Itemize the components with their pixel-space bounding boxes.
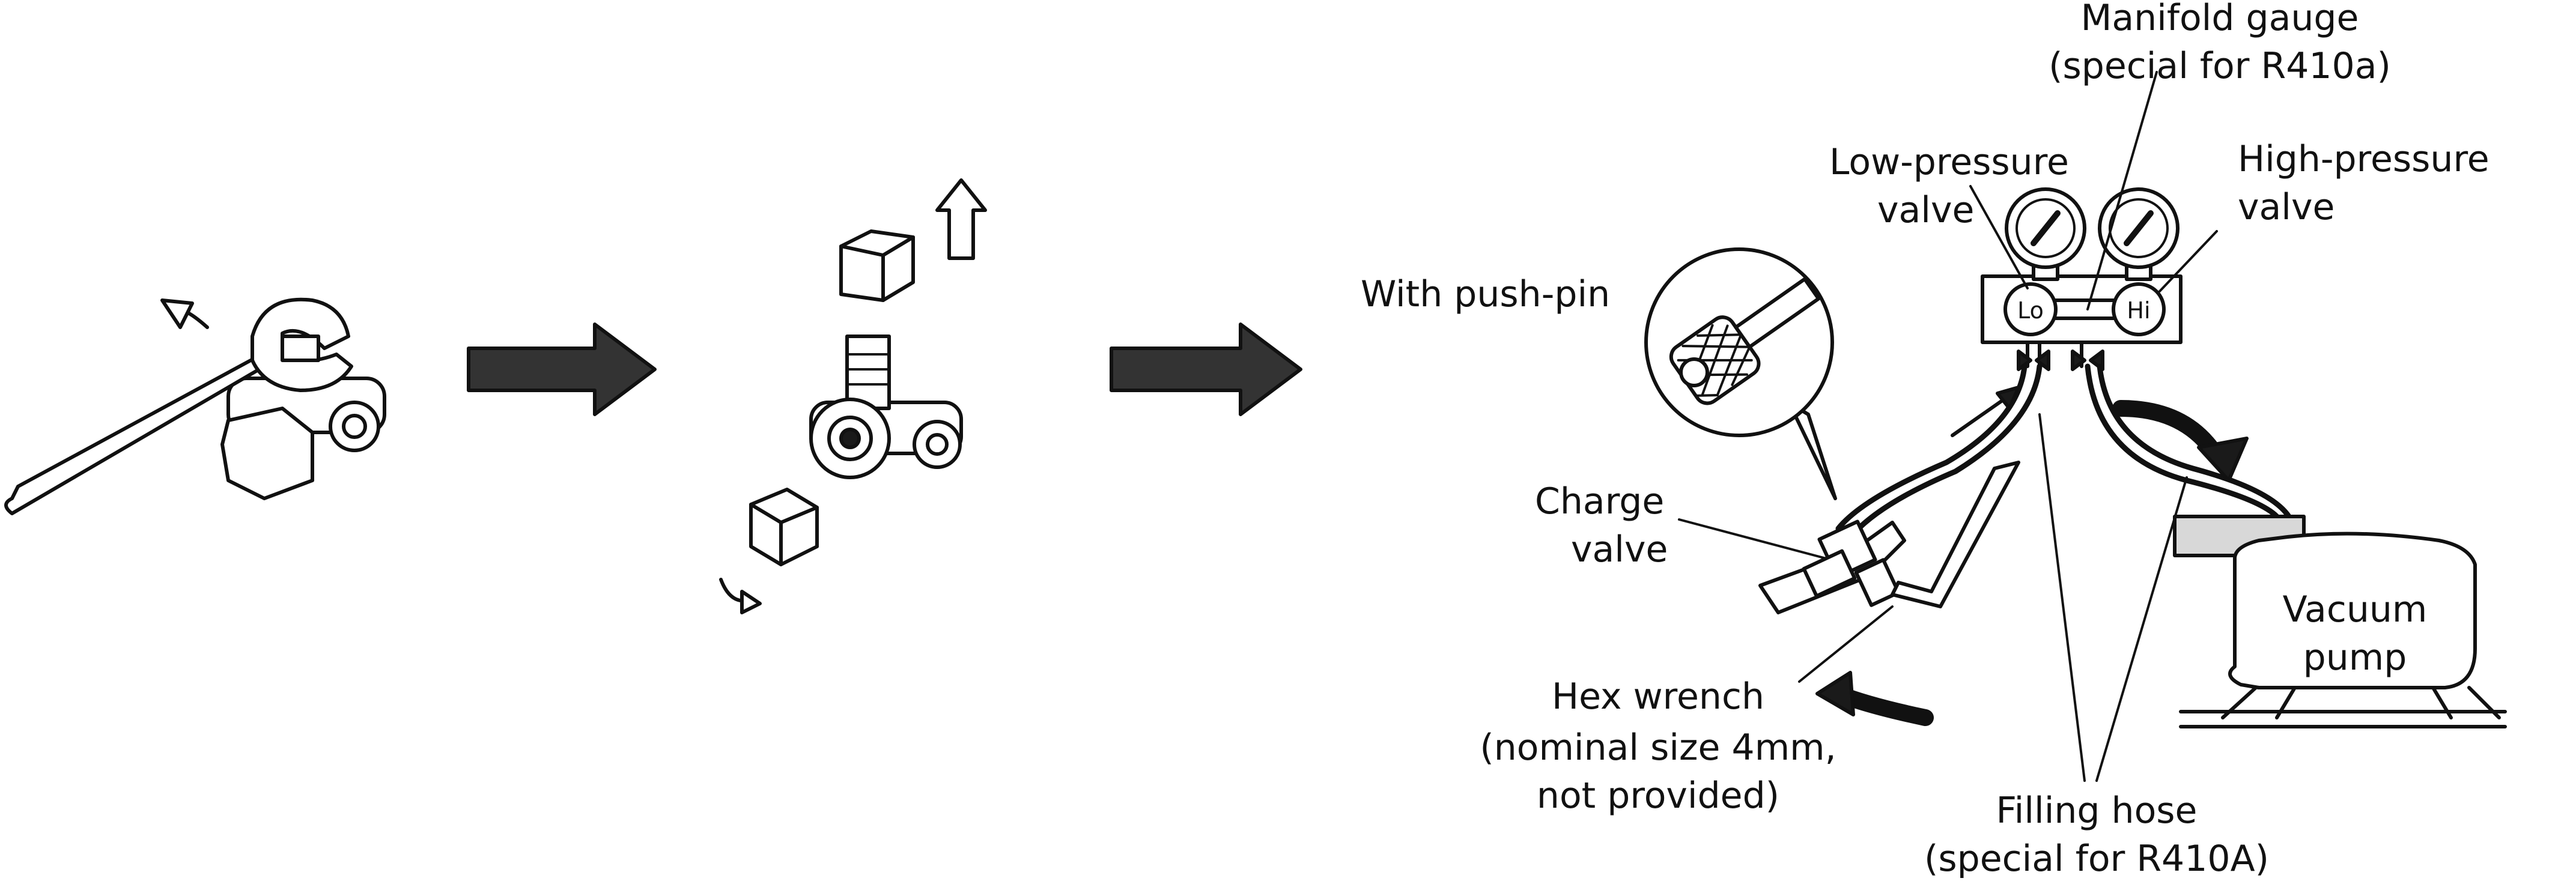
charge-valve-label-line1: Charge (1535, 480, 1664, 522)
high-knob (2112, 282, 2166, 336)
push-pin-icon (1679, 357, 1709, 387)
leader-hex-wrench (1798, 605, 1894, 683)
leader-high-pressure (2158, 230, 2218, 292)
manifold-gauge-label-line2: (special for R410a) (2049, 45, 2391, 87)
push-pin-label: With push-pin (1361, 273, 1610, 315)
low-pressure-valve-label-line2: valve (1877, 189, 1974, 231)
low-pressure-valve-label-line1: Low-pressure (1829, 141, 2069, 183)
leader-low-pressure (1969, 185, 2029, 289)
hex-wrench (1891, 461, 2020, 608)
high-pressure-valve-label-line1: High-pressure (2238, 138, 2489, 180)
up-arrow-icon (935, 178, 987, 260)
low-knob (2003, 282, 2058, 336)
valve-hex-cap (220, 407, 314, 500)
hex-wrench-label-line3: not provided) (1537, 775, 1779, 817)
leader-filling-hose (2038, 413, 2188, 782)
rotate-arrowhead-icon (160, 298, 194, 329)
leader-charge-valve (1678, 518, 1827, 560)
leader-manifold (2086, 71, 2158, 310)
manifold-gauge-label-line1: Manifold gauge (2081, 0, 2359, 39)
vacuum-pump-label-line2: pump (2303, 637, 2407, 679)
step-3-manifold-setup: Lo Hi (1361, 0, 2507, 880)
hex-wrench-label-line1: Hex wrench (1552, 676, 1764, 718)
step-2-caps-removed (719, 178, 987, 614)
push-pin-callout (1644, 247, 1837, 500)
manifold-gauge: Lo Hi (1981, 187, 2183, 371)
filling-hose-label-line2: (special for R410A) (1924, 838, 2269, 878)
charge-valve (1758, 461, 2020, 614)
vacuum-pump-hose (2085, 363, 2280, 519)
vacuum-pump: Vacuum pump (2173, 515, 2507, 728)
charge-valve-label-line2: valve (1571, 528, 1668, 571)
step-1-wrench-on-valve (4, 297, 386, 515)
hex-wrench-label-line2: (nominal size 4mm, (1480, 727, 1836, 769)
hi-knob-label: Hi (2127, 297, 2150, 324)
high-pressure-valve-label-line2: valve (2238, 186, 2334, 228)
step-arrow-1-icon (467, 322, 657, 416)
pump-base (2179, 710, 2507, 728)
removed-hex-cap (749, 488, 819, 566)
removed-spindle-cap (839, 229, 915, 302)
step-arrow-2-icon (1110, 322, 1302, 416)
vacuum-pump-label-line1: Vacuum (2283, 589, 2428, 631)
filling-hose-label-line1: Filling hose (1996, 790, 2198, 832)
valve-spindle-cap (281, 335, 320, 362)
service-port-threads (845, 335, 891, 410)
lo-knob-label: Lo (2017, 297, 2044, 324)
